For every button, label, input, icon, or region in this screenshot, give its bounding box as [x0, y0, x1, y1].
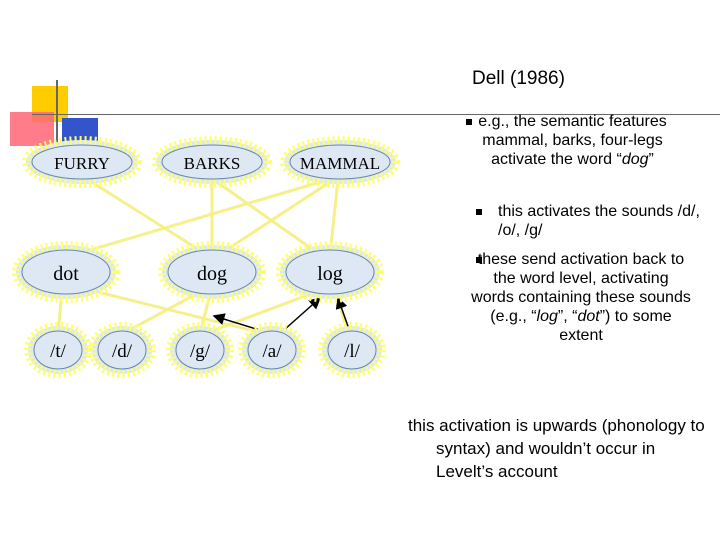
bullet-3-text-post: ”) to some extent — [559, 308, 672, 344]
node-furry-label: FURRY — [54, 154, 110, 173]
node-dog-label: dog — [197, 263, 227, 285]
bullet-3-text-pre: these send activation back to the word l… — [471, 251, 691, 325]
node-phoneme-g: /g/ — [166, 322, 234, 378]
bullet-1-text-italic: dog — [621, 151, 649, 168]
feedback-arrow-a-log — [283, 297, 322, 331]
bullet-item-3: these send activation back to the word l… — [470, 250, 692, 345]
bullet-item-1: e.g., the semantic features mammal, bark… — [466, 112, 675, 169]
decor-horizontal-line — [32, 114, 720, 115]
node-log-label: log — [317, 263, 343, 285]
node-phoneme-a-label: /a/ — [263, 341, 283, 362]
node-dot: dot — [12, 241, 120, 303]
square-bullet-icon — [476, 257, 482, 263]
square-bullet-icon — [466, 119, 472, 125]
bullet-3-text-mid: ”, “ — [557, 308, 578, 325]
node-barks: BARKS — [152, 136, 272, 188]
link-dot-a — [89, 288, 275, 338]
node-dot-label: dot — [53, 263, 79, 285]
node-phoneme-d: /d/ — [88, 322, 156, 378]
node-phoneme-d-label: /d/ — [112, 341, 133, 362]
bullet-item-2: this activates the sounds /d/, /o/, /g/ — [476, 202, 703, 240]
node-furry: FURRY — [22, 136, 142, 188]
decor-vertical-line — [56, 80, 58, 160]
link-mammal-dot — [69, 176, 335, 258]
bullet-2-text: this activates the sounds /d/, /o/, /g/ — [498, 203, 700, 239]
node-phoneme-l: /l/ — [318, 322, 386, 378]
node-phoneme-a: /a/ — [238, 322, 306, 378]
bullet-3-italic-2: dot — [577, 308, 600, 325]
node-mammal-label: MAMMAL — [300, 154, 380, 173]
node-log: log — [276, 241, 384, 303]
bullet-1-text-post: ” — [648, 151, 654, 168]
node-phoneme-t-label: /t/ — [50, 341, 67, 362]
link-barks-log — [213, 178, 323, 258]
network-nodes: FURRY BARKS MAMMAL dot dog log — [12, 136, 400, 378]
node-barks-label: BARKS — [184, 154, 241, 173]
bullet-3-italic-1: log — [536, 308, 558, 325]
node-phoneme-g-label: /g/ — [190, 341, 211, 362]
activation-note: this activation is upwards (phonology to… — [408, 416, 705, 481]
decor-red-square — [10, 112, 54, 146]
node-mammal: MAMMAL — [280, 136, 400, 188]
node-phoneme-t: /t/ — [24, 322, 92, 378]
node-dog: dog — [158, 241, 266, 303]
square-bullet-icon — [476, 209, 482, 215]
node-phoneme-l-label: /l/ — [344, 341, 361, 362]
link-furry-dog — [81, 174, 213, 260]
bullet-1-text-pre: e.g., the semantic features mammal, bark… — [478, 113, 667, 168]
slide-title: Dell (1986) — [472, 68, 565, 89]
link-log-g — [203, 290, 317, 336]
